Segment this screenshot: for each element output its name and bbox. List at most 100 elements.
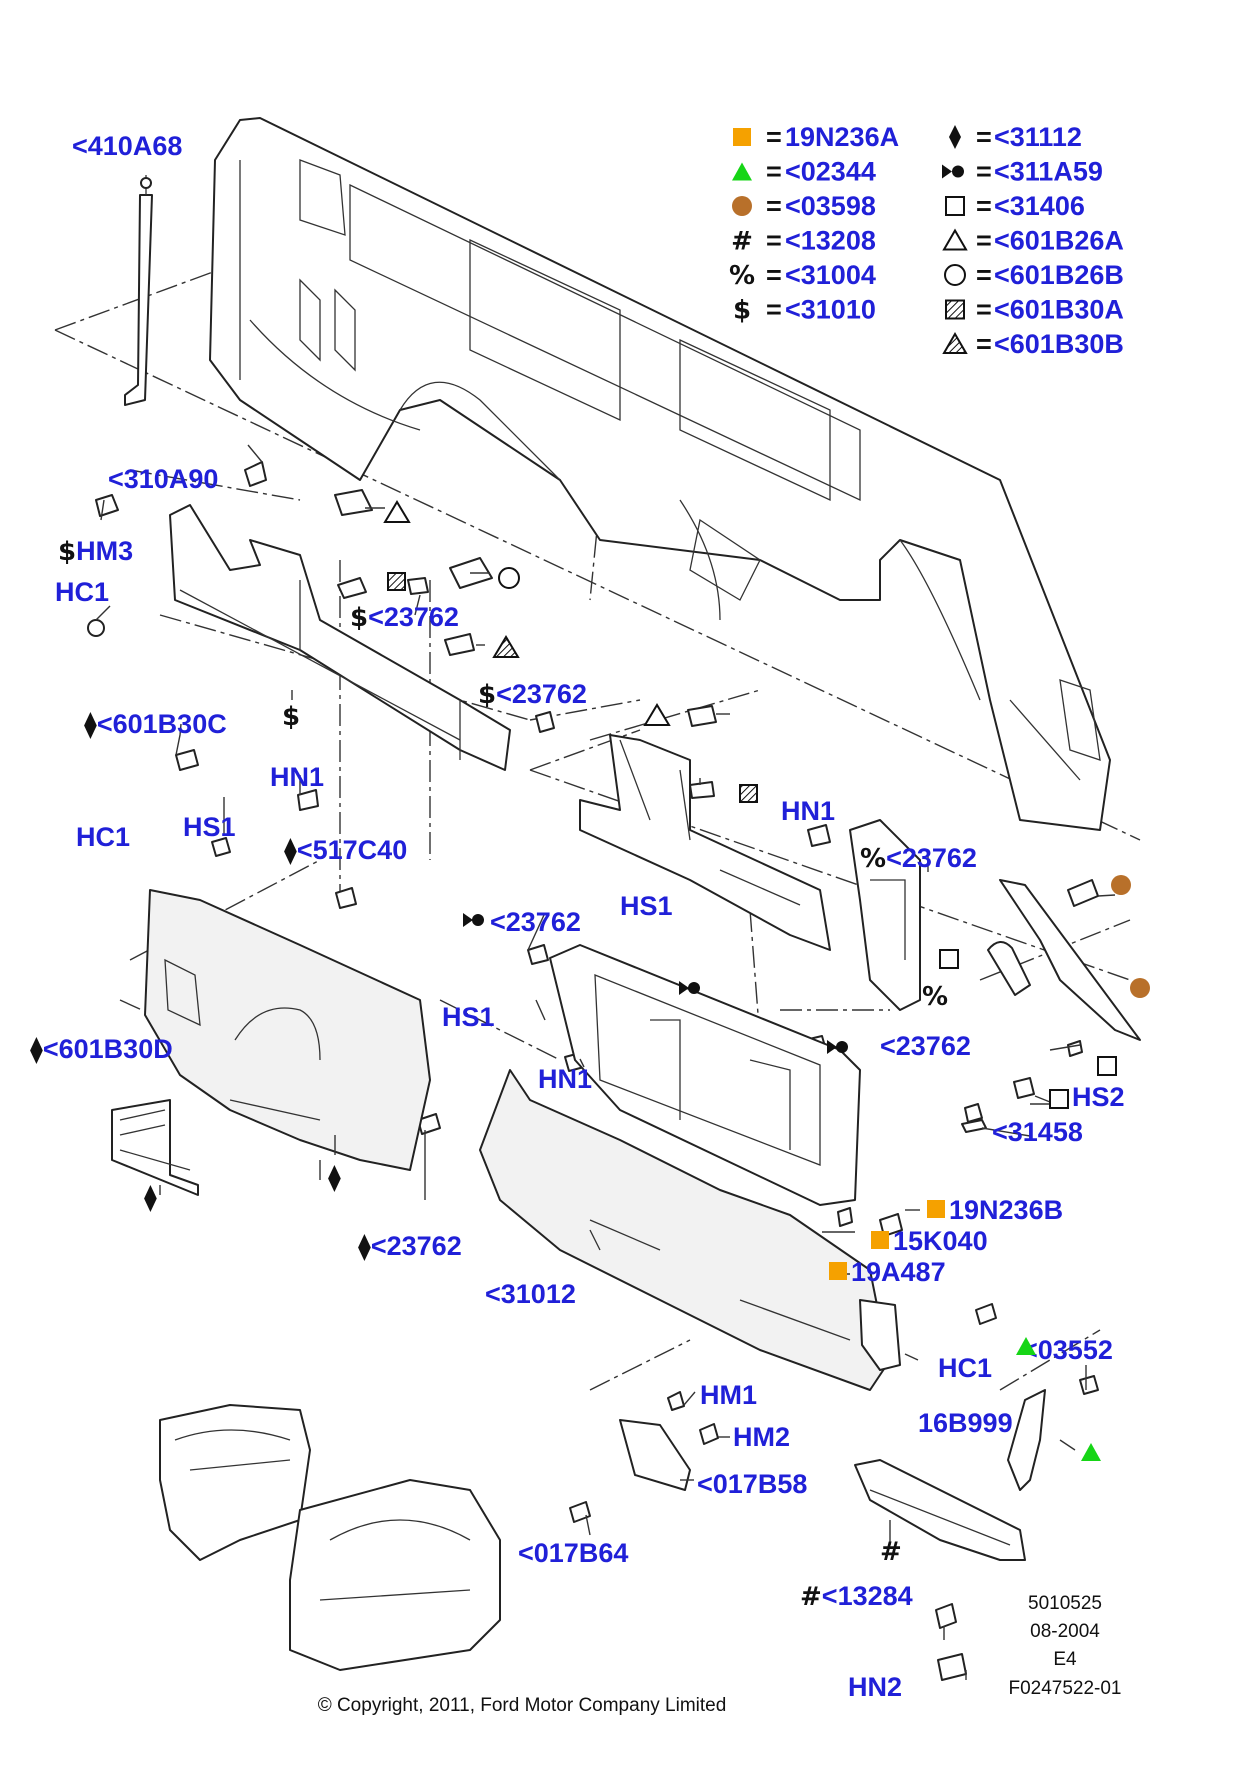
legend-equals: = — [766, 157, 782, 187]
legend-code: <31112 — [994, 122, 1082, 152]
legend-marker-icon — [942, 332, 968, 354]
legend-entry: =<601B26B — [944, 260, 1124, 290]
drawing-metadata: 5010525 08-2004 E4 F0247522-01 — [1008, 1593, 1121, 1699]
callout-HS1-mid: HS1 — [620, 891, 673, 921]
drawing-date: 08-2004 — [1030, 1621, 1100, 1642]
callout-HS1-left: HS1 — [183, 812, 236, 842]
legend-marker-icon: # — [731, 227, 753, 257]
callout-HN2: HN2 — [848, 1672, 902, 1702]
copyright-notice: © Copyright, 2011, Ford Motor Company Li… — [318, 1695, 727, 1716]
front-sill-trim — [169, 504, 511, 771]
legend-equals: = — [766, 260, 782, 290]
callout-HM2: HM2 — [733, 1422, 790, 1452]
legend-code: <31406 — [994, 191, 1085, 221]
callout-HM1: HM1 — [700, 1380, 757, 1410]
symbol-hash: # — [880, 1537, 902, 1567]
callout-16B999: 16B999 — [918, 1408, 1013, 1438]
open-square-marker — [1097, 1056, 1117, 1076]
orange-square-marker — [927, 1200, 945, 1218]
legend-marker-icon: $ — [733, 296, 751, 326]
green-triangle-marker — [1016, 1337, 1036, 1355]
legend-entry: =<311A59 — [942, 157, 1103, 187]
bowtie-marker — [827, 1040, 848, 1054]
pillar-seal-part — [124, 175, 153, 406]
callout-03552: <03552 — [1022, 1335, 1113, 1365]
legend-code: <601B26B — [994, 260, 1124, 290]
lower-quarter-trim-left — [111, 889, 431, 1196]
symbol-diamond: ⧫ — [328, 1163, 341, 1193]
symbol-percent: % — [922, 982, 948, 1012]
callout-15K040: 15K040 — [893, 1226, 988, 1256]
callout-23762-c: %<23762 — [860, 843, 977, 874]
callout-23762-a: $<23762 — [350, 602, 459, 633]
brown-dot-marker — [1130, 978, 1150, 998]
callout-017B58: <017B58 — [697, 1469, 807, 1499]
rear-door-trim-panel — [549, 944, 861, 1206]
callout-017B64: <017B64 — [518, 1538, 628, 1568]
legend-equals: = — [766, 295, 782, 325]
legend-marker-icon — [945, 299, 965, 320]
legend-code: <03598 — [785, 191, 876, 221]
callout-HC1-mid: HC1 — [76, 822, 130, 852]
hatched-triangle-marker — [492, 635, 520, 658]
legend-marker-icon — [942, 164, 964, 179]
legend-entry: =<601B30A — [945, 295, 1124, 325]
legend-entry: =<03598 — [732, 191, 876, 221]
callout-23762-f: ⧫<23762 — [358, 1231, 462, 1262]
c-pillar-upper-trim — [849, 819, 1141, 1041]
legend-marker-icon — [949, 125, 961, 149]
wheelhouse-liners — [159, 1404, 501, 1671]
drawing-revision: E4 — [1053, 1649, 1077, 1670]
legend-code: <311A59 — [994, 157, 1103, 187]
callout-410A68: <410A68 — [72, 131, 182, 161]
drawing-code: 5010525 — [1028, 1593, 1102, 1614]
legend-entry: =<31406 — [945, 191, 1085, 221]
legend-equals: = — [976, 329, 992, 359]
legend-code: <31010 — [785, 295, 876, 325]
legend: =19N236A=<02344=<03598#=<13208%=<31004$=… — [729, 122, 1124, 359]
orange-square-marker — [871, 1231, 889, 1249]
legend-code: <601B26A — [994, 226, 1124, 256]
legend-entry: =<601B26A — [942, 226, 1124, 256]
brown-dot-marker — [1111, 875, 1131, 895]
legend-entry: =<601B30B — [942, 329, 1124, 359]
leader-lines — [95, 444, 1116, 1680]
legend-entry: #=<13208 — [731, 226, 876, 257]
legend-equals: = — [976, 122, 992, 152]
callout-31012: <31012 — [485, 1279, 576, 1309]
callout-markers — [383, 500, 1150, 1461]
callout-HS1-low: HS1 — [442, 1002, 495, 1032]
callout-HM3: $HM3 — [58, 536, 133, 567]
legend-equals: = — [976, 260, 992, 290]
callout-23762-b: $<23762 — [478, 679, 587, 710]
legend-equals: = — [766, 226, 782, 256]
symbol-diamond: ⧫ — [144, 1183, 157, 1213]
orange-square-marker — [829, 1262, 847, 1280]
legend-marker-icon: % — [729, 261, 755, 291]
legend-entry: $ =<31010 — [733, 295, 876, 326]
callout-19N236B: 19N236B — [949, 1195, 1063, 1225]
rear-step-trim — [854, 1299, 1026, 1561]
hatched-square-marker — [387, 572, 406, 591]
rear-corner-trim — [619, 1389, 1046, 1491]
legend-marker-icon — [942, 228, 968, 251]
hatched-square-marker — [739, 784, 758, 803]
callout-HN1-low: HN1 — [538, 1064, 592, 1094]
legend-entry: %=<31004 — [729, 260, 876, 291]
callout-601B30C: ⧫<601B30C — [84, 709, 227, 740]
callout-23762-e: <23762 — [880, 1031, 971, 1061]
legend-marker-icon — [732, 196, 752, 216]
open-triangle-marker — [383, 500, 411, 523]
open-circle-marker — [498, 567, 520, 589]
callout-labels: <410A68 <310A90 $HM3 HC1 $<23762 $<23762… — [30, 131, 1125, 1702]
legend-equals: = — [976, 157, 992, 187]
open-square-marker — [939, 949, 959, 969]
callout-HS2: HS2 — [1072, 1082, 1125, 1112]
open-square-marker — [1049, 1089, 1069, 1109]
legend-code: <601B30A — [994, 295, 1124, 325]
legend-code: 19N236A — [785, 122, 899, 152]
figure-number: F0247522-01 — [1008, 1678, 1121, 1699]
legend-entry: =<31112 — [949, 122, 1082, 152]
legend-code: <02344 — [785, 157, 876, 187]
